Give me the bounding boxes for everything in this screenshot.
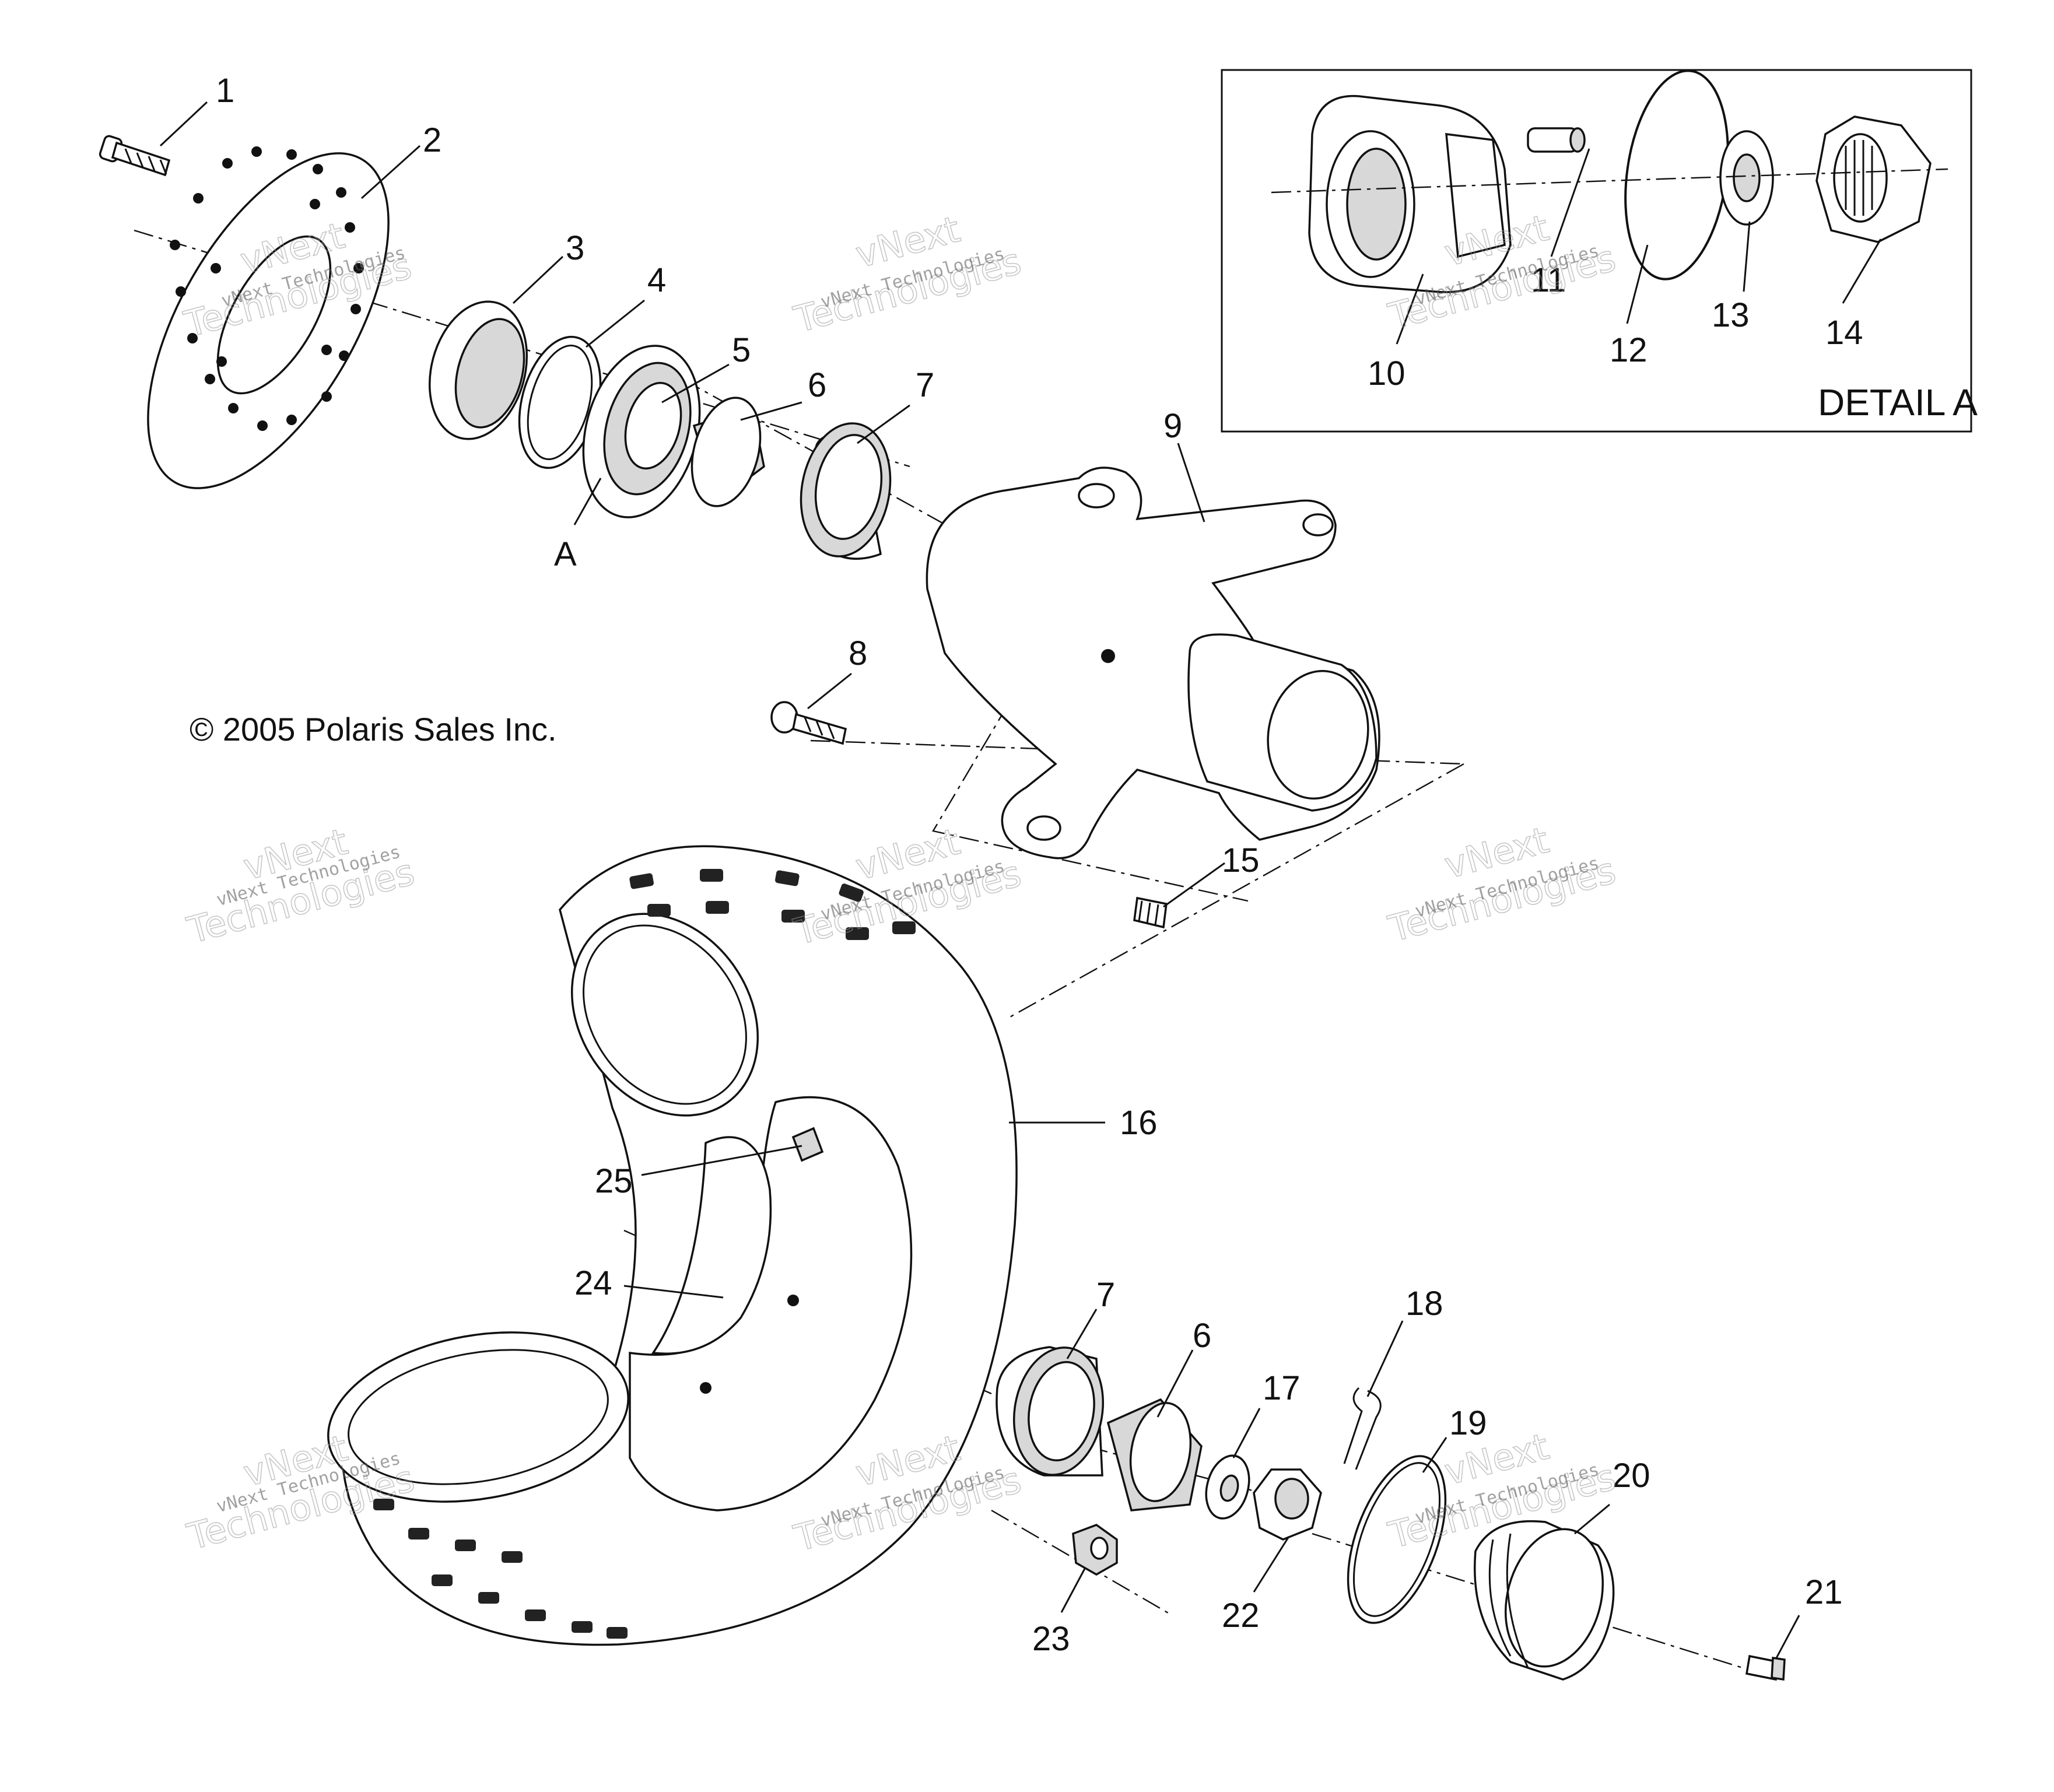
callout-22: 22 [1222,1597,1260,1635]
hub-cap-icon [1474,1520,1615,1681]
o-ring-icon [1347,1455,1447,1624]
hub-icon [926,467,1380,860]
callout-15: 15 [1222,841,1260,879]
watermark: vNext Technologies vNext Technologies [789,207,1026,341]
callout-16: 16 [1120,1104,1158,1142]
callout-4: 4 [647,261,666,299]
bolt-icon-8 [770,701,847,745]
seal-ring-icon [428,300,528,440]
wheel-rim-icon [629,1096,913,1512]
clutch-assembly-icon [582,345,701,518]
watermark: vNext Technologies vNext Technologies [183,819,419,952]
watermark: vNext Technologies vNext Technologies [1383,818,1620,951]
cotter-pin-icon [1343,1387,1382,1470]
callout-12: 12 [1610,331,1648,369]
callout-labels: 1 2 3 4 5 6 7 A 8 9 10 11 12 13 14 15 16… [216,72,1863,1658]
copyright-notice: © 2005 Polaris Sales Inc. [190,711,557,748]
callout-24: 24 [574,1264,612,1302]
bearing-race-icon-2 [996,1346,1105,1477]
callout-5: 5 [732,331,751,369]
nut-icon-23 [1072,1524,1118,1576]
brake-disc-icon [147,146,390,489]
tire-icon [327,845,1018,1646]
detail-a-box: DETAIL A [1221,69,1978,433]
callout-7-lower: 7 [1096,1276,1115,1314]
screw-icon [1745,1654,1786,1681]
set-screw-icon [1133,896,1168,929]
callout-13: 13 [1712,296,1750,334]
watermark: vNext Technologies vNext Technologies [183,1426,419,1559]
bolt-icon [99,135,171,177]
callout-9: 9 [1163,407,1182,445]
callout-2: 2 [423,121,441,159]
roller-pin-icon [1527,127,1586,153]
callout-25: 25 [595,1162,633,1200]
callout-8: 8 [849,634,867,672]
callout-17: 17 [1263,1369,1301,1407]
callout-leaders [159,101,1882,1660]
detail-a-title: DETAIL A [1818,381,1978,423]
valve-stem-icon [791,1127,824,1162]
tapered-bearing-icon [690,397,765,507]
callout-14: 14 [1825,314,1863,352]
callout-7-upper: 7 [916,366,934,404]
callout-3: 3 [566,229,584,267]
callout-1: 1 [216,72,234,110]
callout-6-lower: 6 [1193,1317,1211,1355]
callout-18: 18 [1405,1285,1443,1323]
hex-nut-icon [1815,115,1932,243]
callout-21: 21 [1805,1573,1843,1611]
callout-11: 11 [1531,261,1566,299]
tapered-bearing-icon-2 [1106,1398,1203,1512]
callout-a: A [554,535,577,573]
detail-washer-icon [1719,130,1774,226]
washer-icon [1205,1454,1250,1520]
callout-6-upper: 6 [808,366,826,404]
clutch-housing-icon [1308,94,1512,293]
callout-19: 19 [1449,1404,1487,1442]
callout-10: 10 [1368,355,1405,392]
bearing-race-icon [800,422,892,560]
callout-20: 20 [1613,1457,1650,1495]
callout-23: 23 [1032,1620,1070,1658]
nut-icon [1253,1468,1322,1541]
